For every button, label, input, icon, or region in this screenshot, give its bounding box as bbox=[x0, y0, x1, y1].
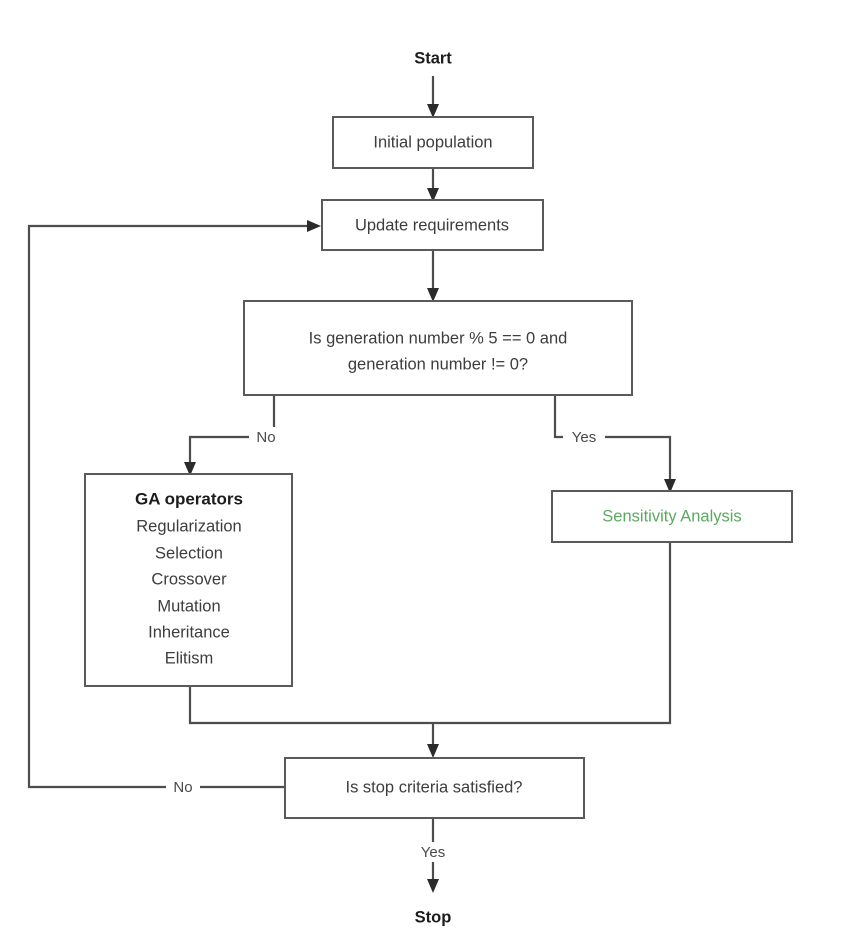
ga-operator-item: Inheritance bbox=[148, 623, 230, 641]
terminal-start-label: Start bbox=[414, 49, 452, 67]
node-initial-population[interactable]: Initial population bbox=[332, 116, 534, 169]
node-update-requirements[interactable]: Update requirements bbox=[321, 199, 544, 251]
ga-operator-item: Mutation bbox=[157, 597, 220, 615]
node-stop-criteria-label: Is stop criteria satisfied? bbox=[346, 778, 523, 796]
edge-update-requirements-to-decision bbox=[427, 250, 439, 302]
ga-operator-item: Regularization bbox=[136, 517, 241, 535]
node-update-requirements-label: Update requirements bbox=[355, 216, 509, 234]
node-decision-generation-line1: Is generation number % 5 == 0 and bbox=[309, 329, 568, 347]
edge-stop-criteria-no-loop-to-update-requirements bbox=[27, 220, 321, 789]
edge-initial-population-to-update-requirements bbox=[427, 167, 439, 202]
edge-decision-no-to-ga-operators bbox=[184, 395, 276, 476]
edge-ga-operators-to-stop-criteria bbox=[188, 686, 433, 725]
edge-label-decision-yes: Yes bbox=[563, 427, 605, 447]
node-decision-generation[interactable]: Is generation number % 5 == 0 and genera… bbox=[243, 300, 633, 396]
edge-label-no-loop-text: No bbox=[173, 779, 192, 796]
ga-operator-item: Selection bbox=[155, 544, 223, 562]
node-sensitivity-analysis-label: Sensitivity Analysis bbox=[602, 507, 741, 525]
node-ga-operators[interactable]: GA operators Regularization Selection Cr… bbox=[84, 473, 293, 687]
edge-label-decision-no: No bbox=[249, 427, 283, 447]
node-sensitivity-analysis[interactable]: Sensitivity Analysis bbox=[551, 490, 793, 543]
ga-operator-item: Crossover bbox=[151, 570, 227, 588]
edge-label-yes-stop-text: Yes bbox=[421, 844, 445, 861]
node-initial-population-label: Initial population bbox=[373, 133, 492, 151]
node-ga-operators-title: GA operators bbox=[135, 489, 243, 508]
edge-label-no-text: No bbox=[256, 429, 275, 446]
edge-label-stop-criteria-yes: Yes bbox=[412, 842, 454, 862]
node-decision-generation-line2: generation number != 0? bbox=[348, 355, 528, 373]
edge-label-stop-criteria-no: No bbox=[166, 777, 200, 797]
edge-start-to-initial-population bbox=[427, 76, 439, 118]
ga-operator-item: Elitism bbox=[165, 649, 214, 667]
edge-decision-yes-to-sensitivity-analysis bbox=[553, 395, 676, 493]
edge-label-yes-text: Yes bbox=[572, 429, 596, 446]
terminal-stop-label: Stop bbox=[415, 908, 452, 926]
node-stop-criteria[interactable]: Is stop criteria satisfied? bbox=[284, 757, 585, 819]
edge-sensitivity-analysis-to-stop-criteria bbox=[433, 542, 672, 725]
edge-merge-to-stop-criteria bbox=[427, 723, 439, 758]
